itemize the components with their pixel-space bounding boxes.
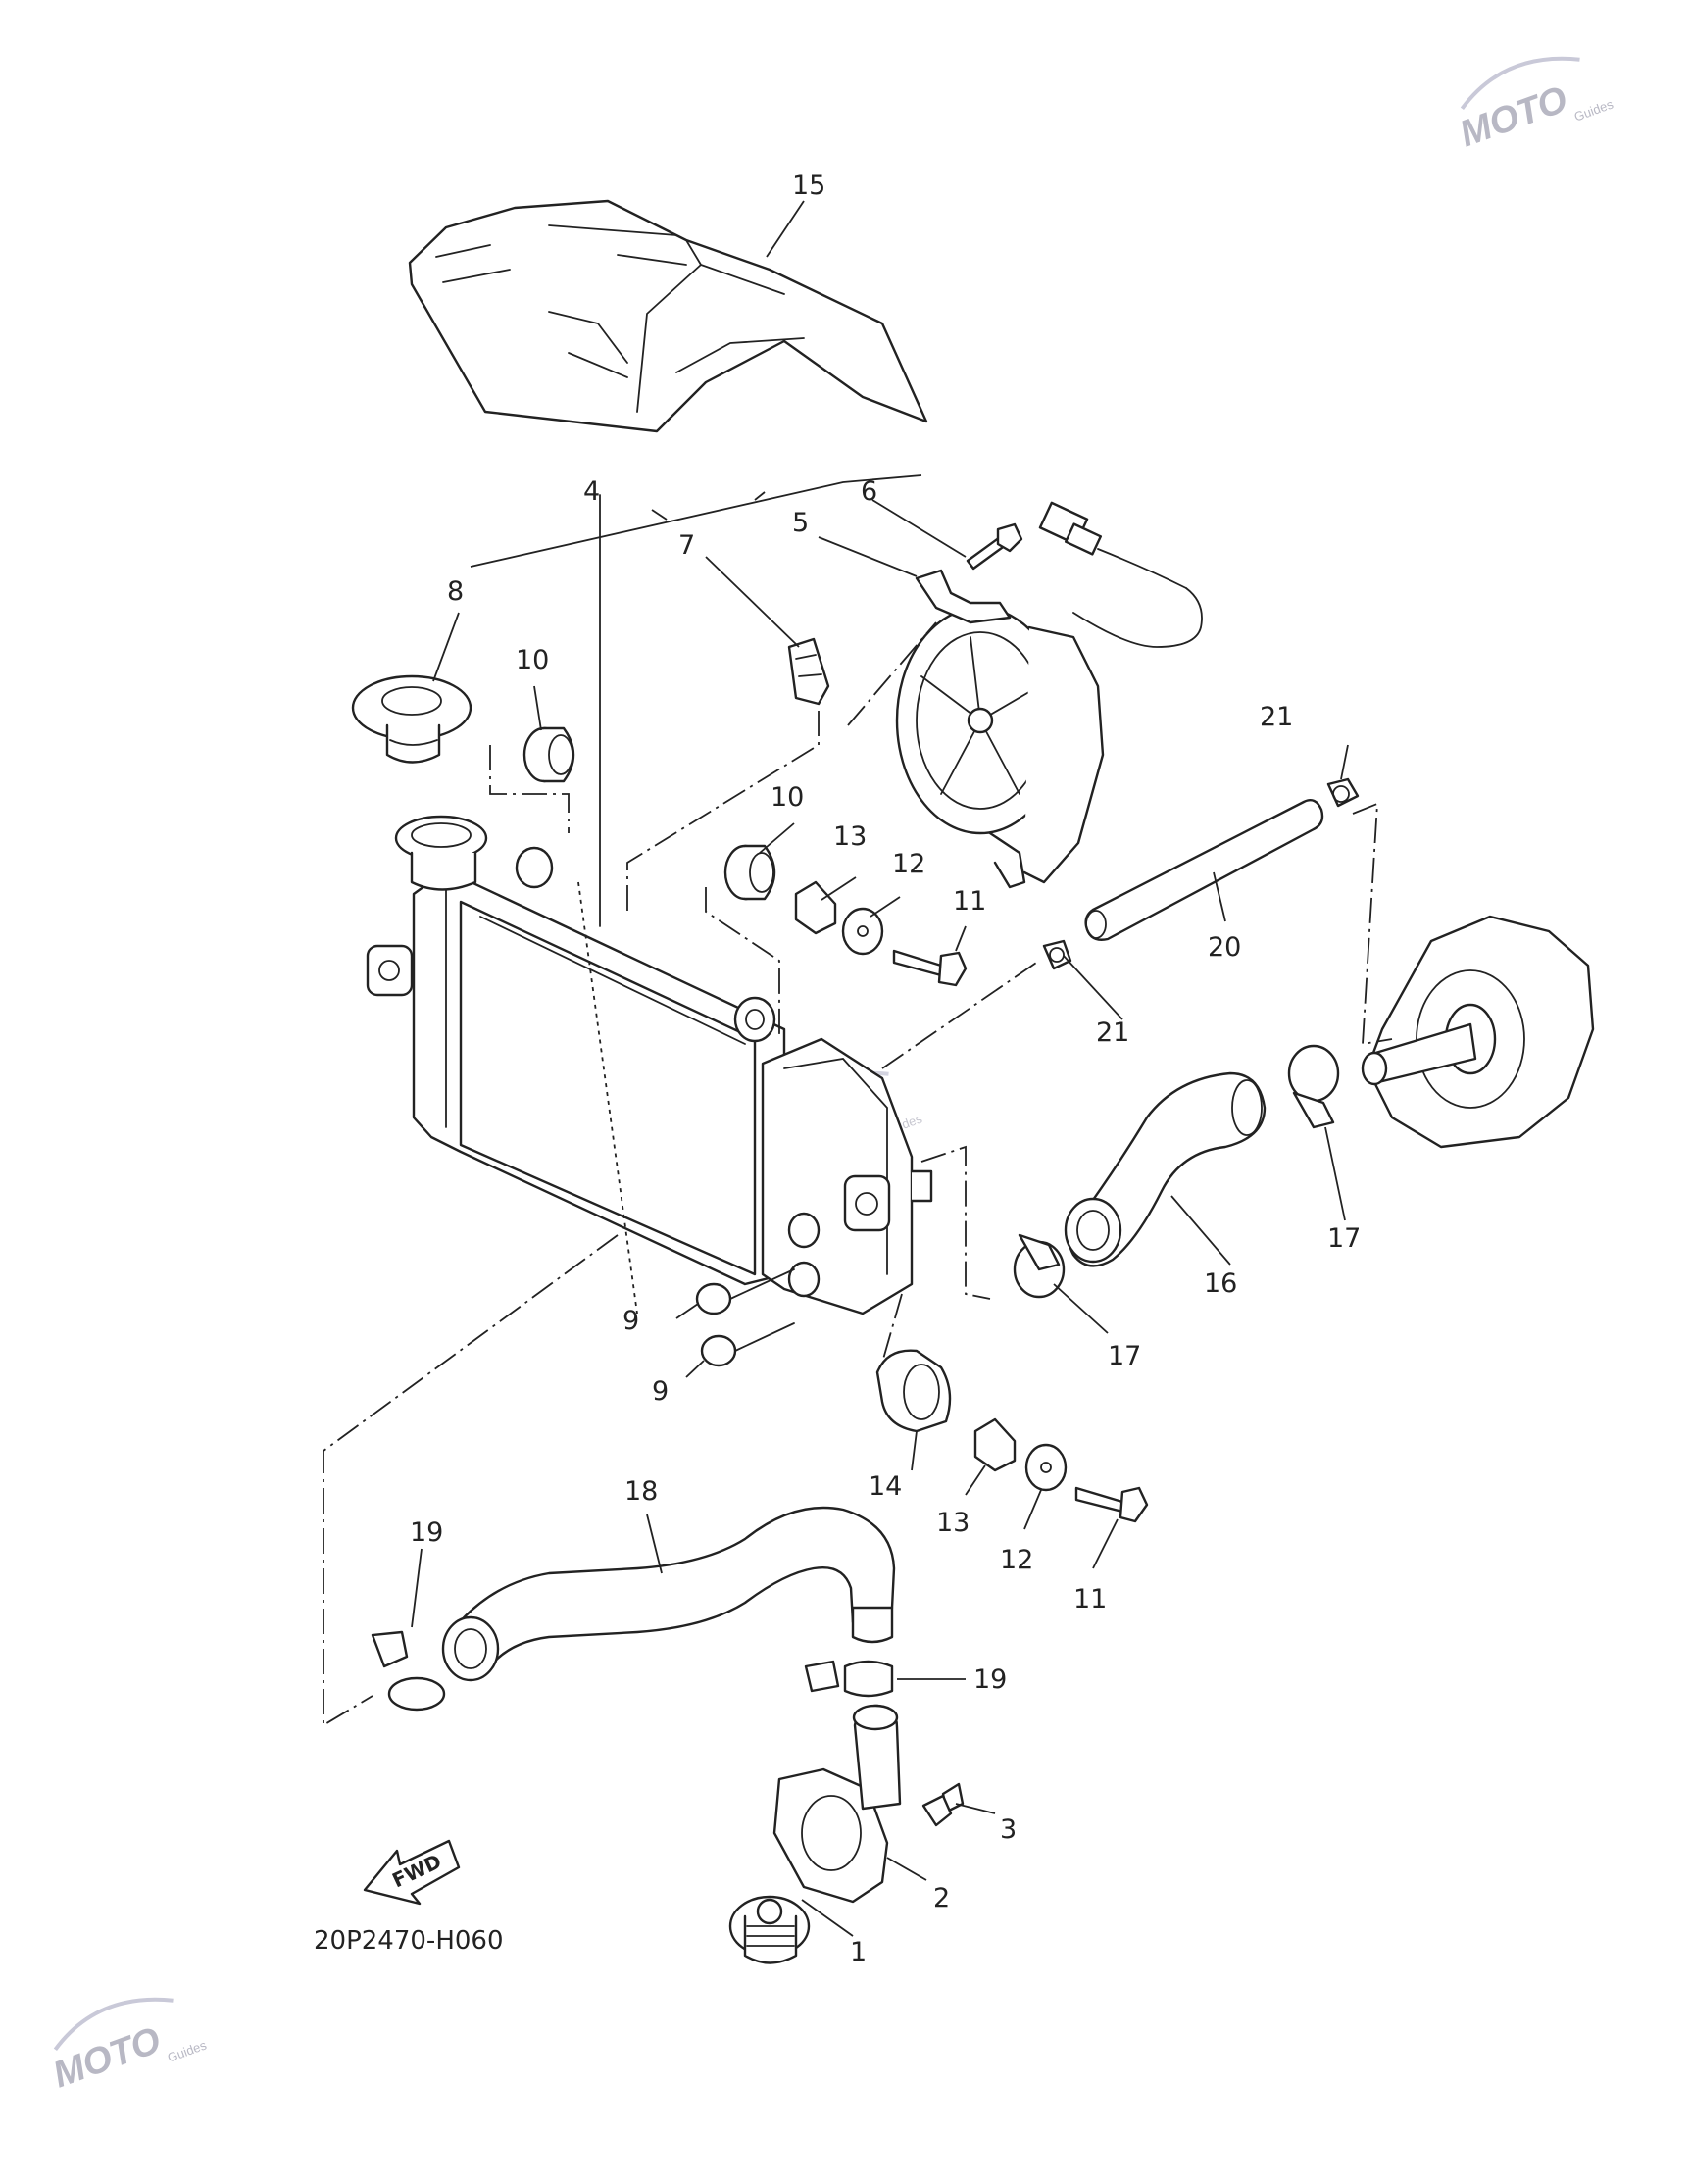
clamp-lower-part-21: [1042, 939, 1072, 970]
callout-21b: 21: [1096, 1018, 1129, 1048]
radiator-part-4: [366, 815, 933, 1315]
collar-lower-part-13: [973, 1417, 1017, 1472]
o-ring-lower-part-9: [700, 1334, 737, 1367]
callout-20: 20: [1208, 932, 1241, 963]
callout-11a: 11: [953, 886, 986, 917]
bolt-lower-part-11: [1074, 1486, 1149, 1523]
thermostat-housing-part-2: [772, 1704, 902, 1904]
callout-13a: 13: [833, 821, 867, 852]
callout-19b: 19: [973, 1664, 1007, 1695]
collar-upper-part-13: [794, 880, 837, 935]
hose-part-18: [441, 1506, 896, 1682]
washer-upper-part-12: [841, 907, 884, 956]
callout-labels: 15 4 6 5 7 8 10 10 13 12 11 21 20 21 17 …: [410, 171, 1361, 1967]
svg-text:Guides: Guides: [1572, 96, 1616, 124]
radiator-cap-part-8: [351, 674, 472, 764]
radiator-cover-part-15: [408, 199, 928, 433]
callout-4: 4: [583, 476, 600, 507]
callout-7: 7: [678, 530, 695, 561]
watermark-bottom-left: MOTO Guides: [48, 1997, 209, 2096]
svg-text:MOTO: MOTO: [1455, 78, 1573, 155]
clamp-upper-part-21: [1326, 777, 1360, 808]
clip-part-7: [787, 637, 830, 706]
hose-small-part-20: [1084, 799, 1324, 941]
callout-19a: 19: [410, 1517, 443, 1548]
callout-15: 15: [792, 171, 825, 201]
thermostat-part-1: [728, 1895, 811, 1964]
callout-12a: 12: [892, 849, 925, 879]
grommet-part-14: [875, 1349, 952, 1433]
svg-text:Guides: Guides: [166, 2037, 209, 2064]
callout-17a: 17: [1327, 1223, 1361, 1254]
leader-lines: [411, 200, 1349, 1937]
clamp-left-part-19: [371, 1630, 446, 1712]
callout-21a: 21: [1260, 702, 1293, 732]
watermark-top-right: MOTO Guides: [1455, 56, 1616, 155]
callout-6: 6: [861, 476, 877, 507]
damper-middle-part-10: [723, 844, 776, 901]
callout-10b: 10: [771, 782, 804, 813]
callout-9b: 9: [652, 1376, 669, 1407]
callout-17b: 17: [1108, 1341, 1141, 1371]
callout-12b: 12: [1000, 1545, 1033, 1575]
callout-11b: 11: [1073, 1584, 1107, 1614]
callout-10a: 10: [516, 645, 549, 675]
damper-upper-part-10: [522, 726, 575, 783]
svg-text:MOTO: MOTO: [48, 2019, 167, 2096]
callout-1: 1: [850, 1937, 867, 1967]
callout-2: 2: [933, 1883, 950, 1913]
forward-direction-arrow: FWD: [363, 1839, 461, 1906]
callout-5: 5: [792, 508, 809, 538]
callout-16: 16: [1204, 1268, 1237, 1299]
diagram-code: 20P2470-H060: [314, 1926, 504, 1956]
clamp-right-part-17: [1287, 1044, 1340, 1129]
water-pump-housing: [1361, 915, 1595, 1149]
bolt-upper-part-11: [892, 949, 968, 987]
washer-lower-part-12: [1024, 1443, 1068, 1492]
callout-9a: 9: [622, 1306, 639, 1336]
callout-13b: 13: [936, 1508, 970, 1538]
fan-motor-part-5: [895, 501, 1203, 889]
callout-18: 18: [624, 1476, 658, 1507]
assembly-lines: [323, 474, 1393, 1727]
hose-part-16: [1064, 1071, 1267, 1267]
callout-3: 3: [1000, 1814, 1017, 1845]
bolt-part-6: [966, 522, 1023, 571]
o-ring-upper-part-9: [695, 1282, 732, 1315]
callout-14: 14: [869, 1471, 902, 1502]
callout-8: 8: [447, 576, 464, 607]
clamp-lower-part-19: [804, 1660, 894, 1698]
clamp-lower-part-17: [1013, 1233, 1066, 1299]
